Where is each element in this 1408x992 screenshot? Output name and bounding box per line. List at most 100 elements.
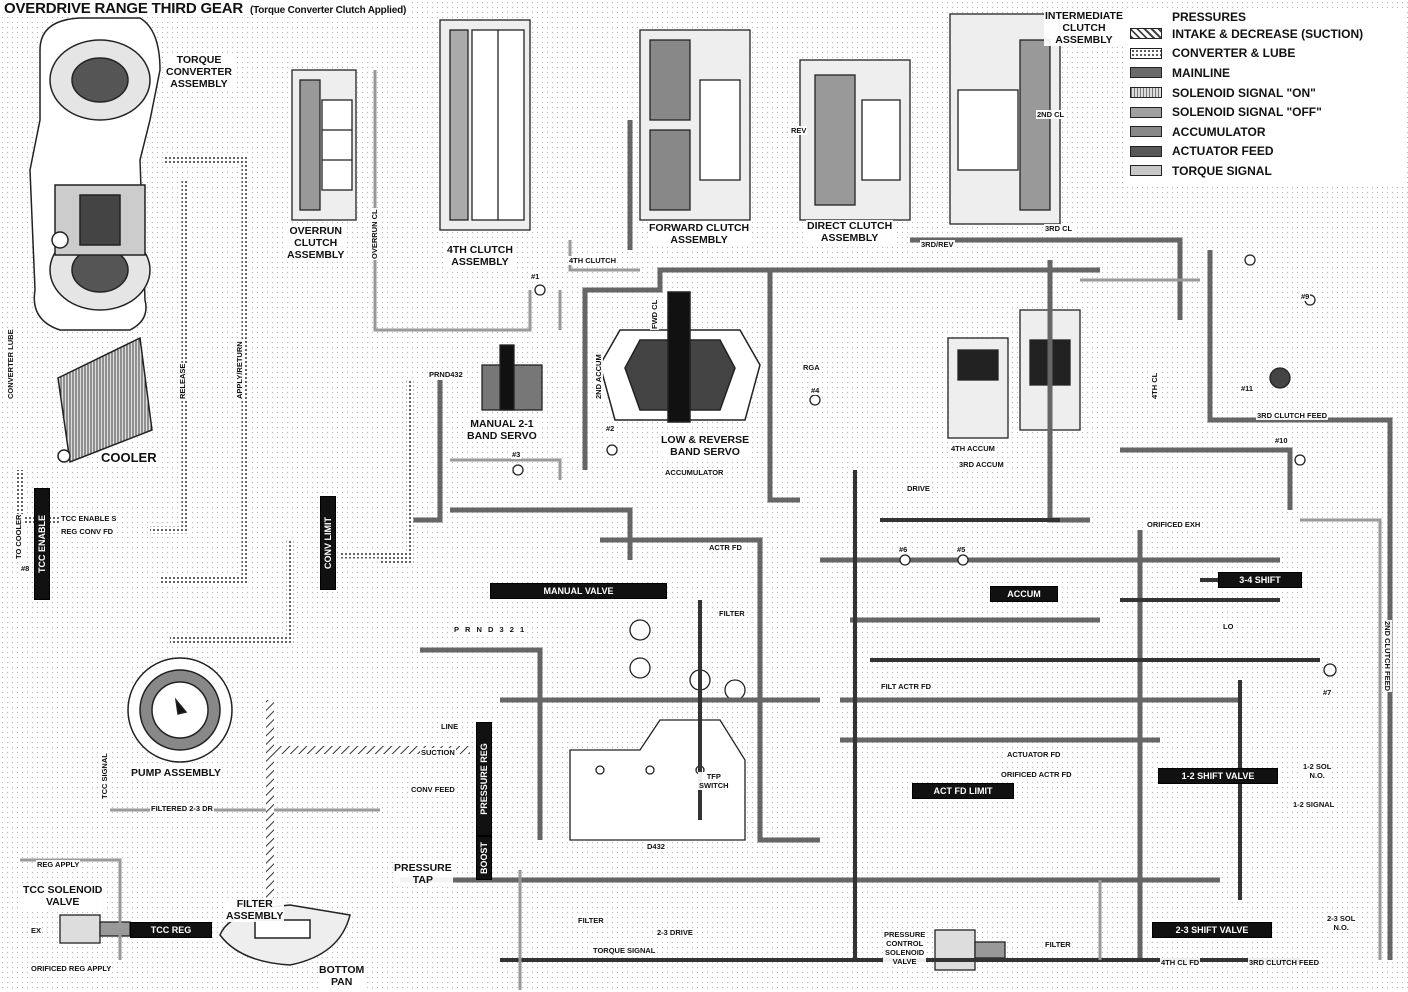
legend-label: ACTUATOR FEED [1172, 144, 1274, 159]
checkball-7-label: #7 [1322, 688, 1333, 697]
passage-actuator-fd: ACTUATOR FD [1006, 750, 1062, 759]
manual-valve: MANUAL VALVE [490, 583, 667, 599]
legend-label: SOLENOID SIGNAL "ON" [1172, 85, 1316, 100]
torque-converter-drawing [29, 17, 161, 331]
passage-2nd-accum: 2ND ACCUM [594, 353, 603, 400]
legend-swatch [1130, 106, 1162, 118]
diagram-title: OVERDRIVE RANGE THIRD GEAR (Torque Conve… [2, 0, 409, 17]
passage-release: RELEASE [178, 362, 187, 400]
legend-item: SOLENOID SIGNAL "ON" [1130, 83, 1400, 103]
legend-item: CONVERTER & LUBE [1130, 44, 1400, 64]
conv-limit-valve: CONV LIMIT [320, 496, 336, 590]
passage-reg-conv-fd: REG CONV FD [60, 527, 115, 536]
passage-to-cooler: TO COOLER [14, 513, 23, 560]
passage-2nd-clutch-feed: 2ND CLUTCH FEED [1383, 620, 1392, 693]
legend-label: MAINLINE [1172, 65, 1230, 80]
legend-label: ACCUMULATOR [1172, 124, 1266, 139]
passage-3rd-accum: 3RD ACCUM [958, 460, 1005, 469]
legend-label: INTAKE & DECREASE (SUCTION) [1172, 26, 1364, 41]
checkball-2-label: #2 [605, 424, 616, 433]
low-reverse-servo-drawing [599, 291, 761, 423]
passage-line: LINE [440, 722, 460, 731]
legend-item: TORQUE SIGNAL [1130, 161, 1400, 181]
passage-filt-actr-fd: FILT ACTR FD [880, 682, 932, 691]
passage-exhaust: EX [30, 926, 43, 935]
manual-band-servo-drawing [481, 344, 543, 411]
shift-valve-3-4: 3-4 SHIFT [1218, 572, 1302, 588]
passage-orificed-reg-apply: ORIFICED REG APPLY [30, 964, 113, 973]
passage-torque-signal: TORQUE SIGNAL [592, 946, 657, 955]
accumulator-valve: ACCUM [990, 586, 1058, 602]
passage-rga: RGA [802, 363, 821, 372]
checkball-markers [512, 254, 1337, 677]
legend-swatch [1130, 87, 1162, 99]
mainline-passages [400, 120, 1393, 960]
checkball-8-label: #8 [20, 564, 31, 573]
filter-mid-label: FILTER [718, 609, 746, 618]
tfp-switch-label: TFP SWITCH [698, 772, 730, 790]
passage-4th-cl-fd: 4TH CL FD [1160, 958, 1201, 967]
passage-orificed-actr-fd: ORIFICED ACTR FD [1000, 770, 1073, 779]
passage-4th-clutch: 4TH CLUTCH [568, 256, 618, 265]
passage-filtered-2-3-dr: FILTERED 2-3 DR [150, 804, 214, 813]
filter-bottom-label: FILTER [577, 916, 605, 925]
diagram-subtitle: (Torque Converter Clutch Applied) [249, 5, 407, 16]
shift-valve-2-3: 2-3 SHIFT VALVE [1152, 922, 1272, 938]
passage-tcc-signal: TCC SIGNAL [100, 752, 109, 800]
overrun-clutch-drawing [291, 69, 357, 221]
passage-accumulator: ACCUMULATOR [664, 468, 725, 477]
passage-d432: D432 [646, 842, 666, 851]
overrun-clutch-label: OVERRUN CLUTCH ASSEMBLY [286, 225, 346, 261]
intermediate-clutch-drawing [949, 13, 1061, 225]
torque-converter-label: TORQUE CONVERTER ASSEMBLY [165, 54, 233, 90]
actuator-feed-limit-valve: ACT FD LIMIT [912, 783, 1014, 799]
pressure-regulator-valve: PRESSURE REG [476, 722, 492, 836]
legend-label: CONVERTER & LUBE [1172, 46, 1296, 61]
passage-actr-fd: ACTR FD [708, 543, 743, 552]
legend-swatch [1130, 145, 1162, 157]
legend-label: TORQUE SIGNAL [1172, 163, 1272, 178]
checkball-1-label: #1 [530, 272, 541, 281]
legend-item: ACCUMULATOR [1130, 122, 1400, 142]
diagram-title-text: OVERDRIVE RANGE THIRD GEAR [4, 0, 243, 17]
legend-item: MAINLINE [1130, 63, 1400, 83]
legend-label: SOLENOID SIGNAL "OFF" [1172, 105, 1322, 120]
legend-swatch [1130, 126, 1162, 138]
tcc-solenoid-drawing [59, 914, 131, 944]
checkball-3-label: #3 [511, 450, 522, 459]
direct-clutch-drawing [799, 59, 911, 221]
passage-prnd432: PRND432 [428, 370, 464, 379]
passage-4th-cl: 4TH CL [1150, 371, 1159, 400]
passage-lo: LO [1222, 622, 1235, 631]
fourth-clutch-drawing [439, 19, 531, 231]
pump-assembly-label: PUMP ASSEMBLY [130, 767, 223, 779]
low-reverse-servo-label: LOW & REVERSE BAND SERVO [660, 434, 751, 458]
pcs-solenoid-drawing [934, 929, 1006, 971]
pressure-legend: PRESSURES INTAKE & DECREASE (SUCTION)CON… [1126, 8, 1404, 183]
legend-item: SOLENOID SIGNAL "OFF" [1130, 102, 1400, 122]
filter-right-label: FILTER [1044, 940, 1072, 949]
checkball-11-label: #11 [1240, 384, 1255, 393]
cooler-label: COOLER [100, 450, 158, 465]
legend-item: ACTUATOR FEED [1130, 142, 1400, 162]
legend-swatch [1130, 47, 1162, 59]
checkball-5-label: #5 [956, 545, 967, 554]
passage-3rd-clutch-feed-bottom: 3RD CLUTCH FEED [1248, 958, 1321, 967]
passage-reg-apply: REG APPLY [36, 860, 81, 869]
passage-suction: SUCTION [420, 748, 456, 757]
dark-passages [500, 470, 1320, 962]
pump-drawing [127, 657, 233, 763]
passage-rev: REV [790, 126, 808, 135]
passage-2-3-drive: 2-3 DRIVE [656, 928, 694, 937]
forward-clutch-drawing [639, 29, 751, 221]
shift-valve-1-2: 1-2 SHIFT VALVE [1158, 768, 1278, 784]
checkball-4-label: #4 [810, 386, 821, 395]
passage-orificed-exh: ORIFICED EXH [1146, 520, 1202, 529]
passage-conv-feed: CONV FEED [410, 785, 456, 794]
passage-fwd-cl: FWD CL [650, 298, 659, 330]
passage-3rd-cl: 3RD CL [1044, 224, 1074, 233]
manual-band-servo-label: MANUAL 2-1 BAND SERVO [466, 418, 538, 442]
passage-2nd-cl: 2ND CL [1036, 110, 1066, 119]
